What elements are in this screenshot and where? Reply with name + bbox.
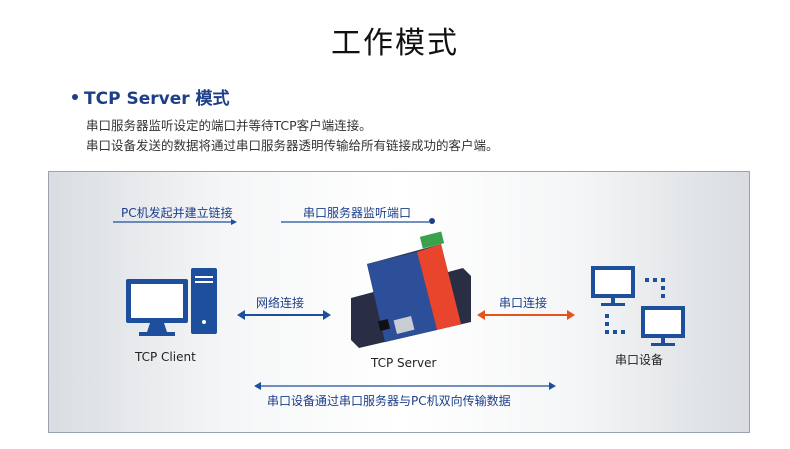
listen-port-dot-icon <box>429 218 435 224</box>
pc-initiate-label: PC机发起并建立链接 <box>121 206 233 220</box>
diagram-panel: PC机发起并建立链接 串口服务器监听端口 网络连接 串口连接 TCP Clien… <box>48 171 750 433</box>
serial-device-label: 串口设备 <box>615 353 664 367</box>
serial-link-label: 串口连接 <box>499 296 548 310</box>
tcp-client-label: TCP Client <box>135 350 196 364</box>
bullet-icon <box>72 94 78 100</box>
serial-devices-icon <box>591 266 685 346</box>
network-link-arrow <box>237 310 331 320</box>
tcp-server-label: TCP Server <box>371 356 437 370</box>
page-title: 工作模式 <box>331 26 459 61</box>
serial-server-device-icon <box>351 231 471 348</box>
serial-link-arrow <box>477 310 575 320</box>
section-heading-text: TCP Server 模式 <box>84 89 230 109</box>
pc-client-icon <box>126 268 217 336</box>
section-heading: TCP Server 模式 <box>72 84 230 109</box>
bidirectional-arrow <box>254 382 556 390</box>
diagram-graphics <box>113 218 685 390</box>
bidirectional-label: 串口设备通过串口服务器与PC机双向传输数据 <box>267 394 511 408</box>
network-link-label: 网络连接 <box>256 296 305 310</box>
description-line-2: 串口设备发送的数据将通过串口服务器透明传输给所有链接成功的客户端。 <box>86 138 499 153</box>
pc-initiate-arrow <box>113 219 237 225</box>
server-listen-line <box>281 218 435 224</box>
description-line-1: 串口服务器监听设定的端口并等待TCP客户端连接。 <box>86 118 372 133</box>
server-listen-label: 串口服务器监听端口 <box>303 206 412 220</box>
